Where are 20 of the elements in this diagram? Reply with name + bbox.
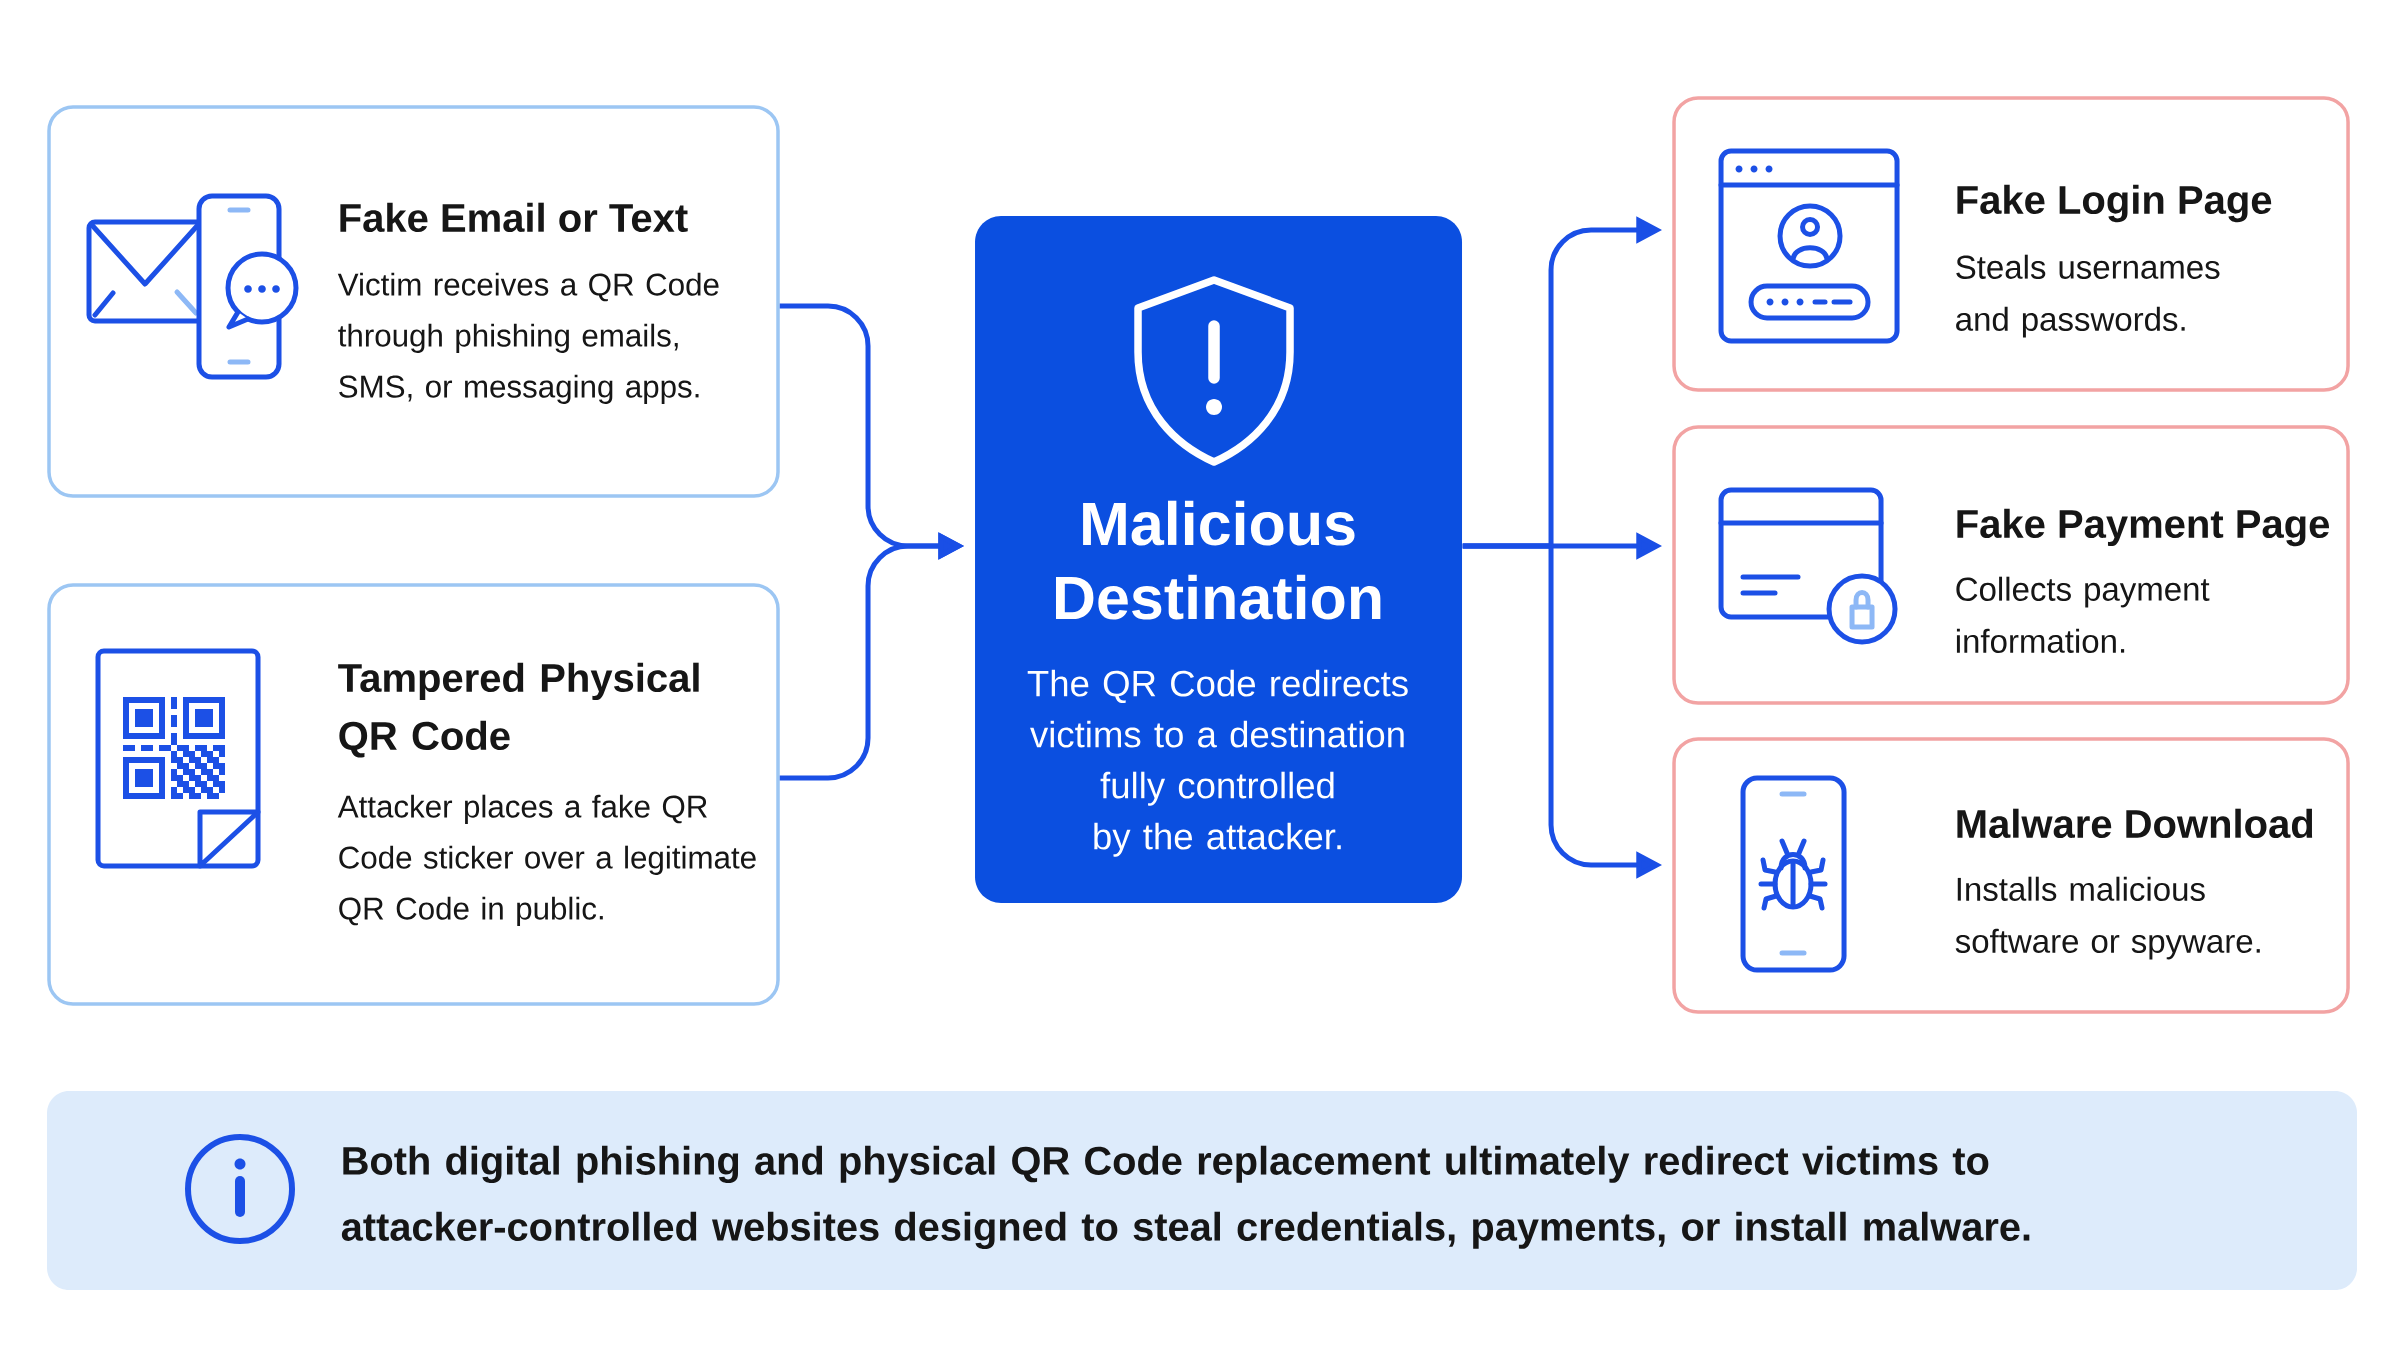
destination-box (975, 216, 1462, 903)
info-card (1672, 96, 2350, 392)
card-text: Collects payment information. (1956, 576, 2210, 653)
card-title: Fake Payment Page (1957, 508, 2330, 547)
card-text: Victim receives a QR Code through phishing emails, SMS, or messaging apps. (337, 272, 719, 404)
card-title: Fake Login Page (1957, 184, 2272, 223)
card-title: Tampered Physical QR Code (338, 662, 699, 758)
card-text: Installs malicious software or spyware. (1955, 876, 2260, 960)
card-title: Fake Email or Text (340, 202, 688, 233)
info-card (1672, 737, 2350, 1014)
note-banner (47, 1091, 2357, 1290)
card-text: Attacker places a fake QR Code sticker over a legitimate QR Code in public. (337, 794, 756, 926)
card-text: Steals usernames and passwords. (1956, 254, 2220, 338)
info-card (47, 583, 780, 1006)
note-text: Both digital phishing and physical QR Code replacement ultimately redirect victims to attacker-controlled websites designed to steal credentials, payments, or install malware. (341, 1145, 2030, 1249)
card-title: Malware Download (1957, 808, 2313, 839)
info-card (1672, 425, 2350, 705)
box-title: Malicious Destination (1056, 500, 1381, 620)
box-text: The QR Code redirects victims to a destination fully controlled by the attacker. (1027, 669, 1408, 857)
info-card (47, 105, 780, 498)
